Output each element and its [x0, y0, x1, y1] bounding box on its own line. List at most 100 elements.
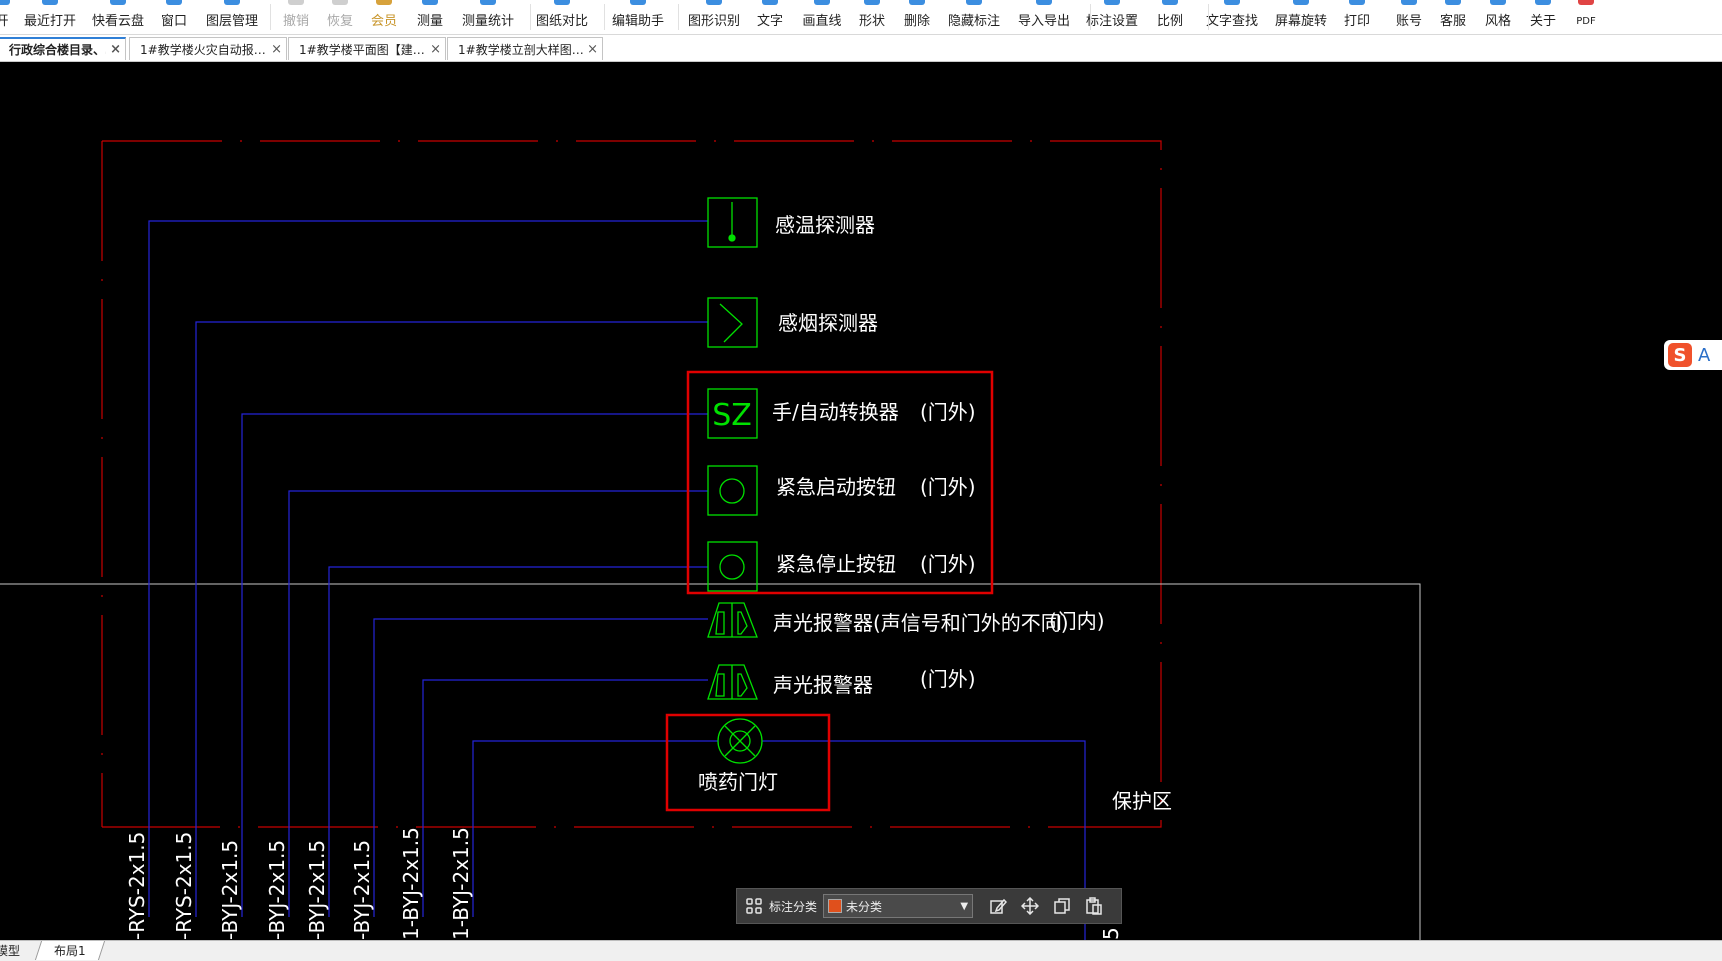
close-icon[interactable]: × [110, 42, 121, 57]
tab-model-label: 模型 [0, 944, 21, 958]
toolbar-button-label: 最近打开 [23, 14, 76, 29]
toolbar-button-account[interactable]: 账号 [1369, 0, 1449, 34]
toolbar-button-vip[interactable]: 会员 [344, 0, 424, 34]
recent-icon [42, 0, 58, 5]
toolbar-button-text-search[interactable]: 文字查找 [1192, 0, 1272, 34]
toolbar-button-compare[interactable]: 图纸对比 [522, 0, 602, 34]
cad-drawing: SZ 感温探测器 感烟探测器 [0, 140, 1421, 940]
toolbar-button-pdf[interactable]: PDF [1546, 0, 1626, 34]
toolbar-button-label: 打印 [1343, 14, 1370, 29]
toolbar-button-label: 客服 [1439, 14, 1466, 29]
toolbar-button-support[interactable]: 客服 [1413, 0, 1493, 34]
toolbar-button-rotate[interactable]: 屏幕旋转 [1261, 0, 1341, 34]
toolbar-button-label: 测量 [416, 14, 443, 29]
annotation-category-select[interactable]: 未分类 ▼ [823, 894, 974, 918]
window-icon [166, 0, 182, 5]
tab-document-0[interactable]: 行政综合楼目录、… × [0, 37, 126, 60]
toolbar-separator [270, 4, 271, 30]
tab-label: 1#教学楼立剖大样图… [458, 42, 584, 57]
tab-document-3[interactable]: 1#教学楼立剖大样图… × [447, 37, 603, 60]
drawing-canvas[interactable]: SZ 感温探测器 感烟探测器 [0, 62, 1722, 940]
toolbar-button-label: 账号 [1395, 14, 1422, 29]
copy-icon[interactable] [1051, 895, 1073, 917]
toolbar-button-annotation-settings[interactable]: 标注设置 [1072, 0, 1152, 34]
device-label-heat-detector: 感温探测器 [775, 213, 875, 237]
tab-layout-label: 布局1 [54, 944, 86, 958]
toolbar-button-text[interactable]: 文字 [730, 0, 810, 34]
cable-label: 1-BYJ-2x1.5 [399, 827, 423, 940]
device-label-smoke-detector: 感烟探测器 [778, 311, 878, 335]
tab-layout-1[interactable]: 布局1 [34, 941, 106, 960]
tab-model[interactable]: 模型 [0, 941, 26, 960]
toolbar-button-cloud[interactable]: 快看云盘 [78, 0, 158, 34]
ime-indicator[interactable]: S A [1664, 340, 1722, 370]
wiring [148, 220, 1086, 940]
device-label-sound-light-alarm-inside: 声光报警器(声信号和门外的不同) [773, 611, 1069, 635]
toolbar-button-redo: 恢复 [300, 0, 380, 34]
toolbar-button-layers[interactable]: 图层管理 [192, 0, 272, 34]
device-location-sound-light-alarm-inside: (门内) [1049, 609, 1105, 633]
move-icon[interactable] [1019, 895, 1041, 917]
toolbar-button-label: 标注设置 [1085, 14, 1138, 29]
ime-mode-label: A [1698, 344, 1711, 366]
print-icon [1349, 0, 1365, 5]
zone-label-protection-area: 保护区 [1112, 789, 1172, 813]
cloud-icon [110, 0, 126, 5]
toolbar-button-label: 文字查找 [1205, 14, 1258, 29]
heat-detector-symbol [707, 197, 758, 248]
toolbar-button-shape[interactable]: 形状 [832, 0, 912, 34]
toolbar-button-label: 图层管理 [205, 14, 258, 29]
toolbar-button-measure[interactable]: 测量 [390, 0, 470, 34]
close-icon[interactable]: × [430, 41, 441, 57]
toolbar-button-label: 会员 [370, 14, 397, 29]
line-icon [814, 0, 830, 5]
toolbar-button-recent[interactable]: 最近打开 [10, 0, 90, 34]
toolbar-separator [1208, 4, 1209, 30]
toolbar-button-import-export[interactable]: 导入导出 [1004, 0, 1084, 34]
toolbar-button-line[interactable]: 画直线 [782, 0, 862, 34]
tab-document-2[interactable]: 1#教学楼平面图【建… × [288, 37, 446, 60]
close-icon[interactable]: × [587, 41, 598, 57]
about-icon [1535, 0, 1551, 5]
tab-document-1[interactable]: 1#教学楼火灾自动报… × [129, 37, 287, 60]
cable-label: 1-BYJ-2x1.5 [449, 827, 473, 940]
paste-icon[interactable] [1083, 895, 1105, 917]
sound-light-alarm-symbol [707, 664, 758, 700]
toolbar-button-label: 图纸对比 [535, 14, 588, 29]
toolbar-button-label: 删除 [903, 14, 930, 29]
annotation-category-label: 标注分类 [769, 899, 818, 914]
toolbar-button-print[interactable]: 打印 [1317, 0, 1397, 34]
toolbar-button-hide-annotation[interactable]: 隐藏标注 [934, 0, 1014, 34]
sound-light-alarm-symbol [707, 602, 758, 638]
import-export-icon [1036, 0, 1052, 5]
annotation-settings-icon [1104, 0, 1120, 5]
toolbar-separator [530, 4, 531, 30]
cable-label-edge: 5 [1099, 927, 1123, 940]
hide-annotation-icon [966, 0, 982, 5]
toolbar-button-style[interactable]: 风格 [1458, 0, 1538, 34]
toolbar-button-scale[interactable]: 比例 [1130, 0, 1210, 34]
close-icon[interactable]: × [271, 41, 282, 57]
toolbar-button-delete[interactable]: 删除 [877, 0, 957, 34]
toolbar-button-edit-assistant[interactable]: 编辑助手 [598, 0, 678, 34]
toolbar-button-label: 隐藏标注 [947, 14, 1000, 29]
grid-icon[interactable] [743, 895, 765, 917]
toolbar-button-measure-stats[interactable]: 测量统计 [448, 0, 528, 34]
emergency-stop-symbol [707, 541, 758, 592]
device-location-sound-light-alarm-outside: (门外) [920, 667, 976, 691]
undo-icon [288, 0, 304, 5]
toolbar-button-window[interactable]: 窗口 [134, 0, 214, 34]
rotate-icon [1293, 0, 1309, 5]
device-label-spray-door-light: 喷药门灯 [698, 770, 778, 794]
highlight-box-door-controls [686, 370, 994, 595]
edit-note-icon[interactable] [987, 895, 1009, 917]
toolbar-button-open[interactable]: 开 [0, 0, 42, 34]
toolbar-button-shape-recognize[interactable]: 图形识别 [674, 0, 754, 34]
toolbar-button-about[interactable]: 关于 [1503, 0, 1583, 34]
toolbar-separator [1090, 4, 1091, 30]
measure-stats-icon [480, 0, 496, 5]
style-icon [1490, 0, 1506, 5]
toolbar-button-label: 画直线 [802, 14, 842, 29]
cable-labels: -RYS-2x1.5 -RYS-2x1.5 -BYJ-2x1.5 -BYJ-2x… [125, 827, 1123, 940]
toolbar-button-label: 关于 [1529, 14, 1556, 29]
